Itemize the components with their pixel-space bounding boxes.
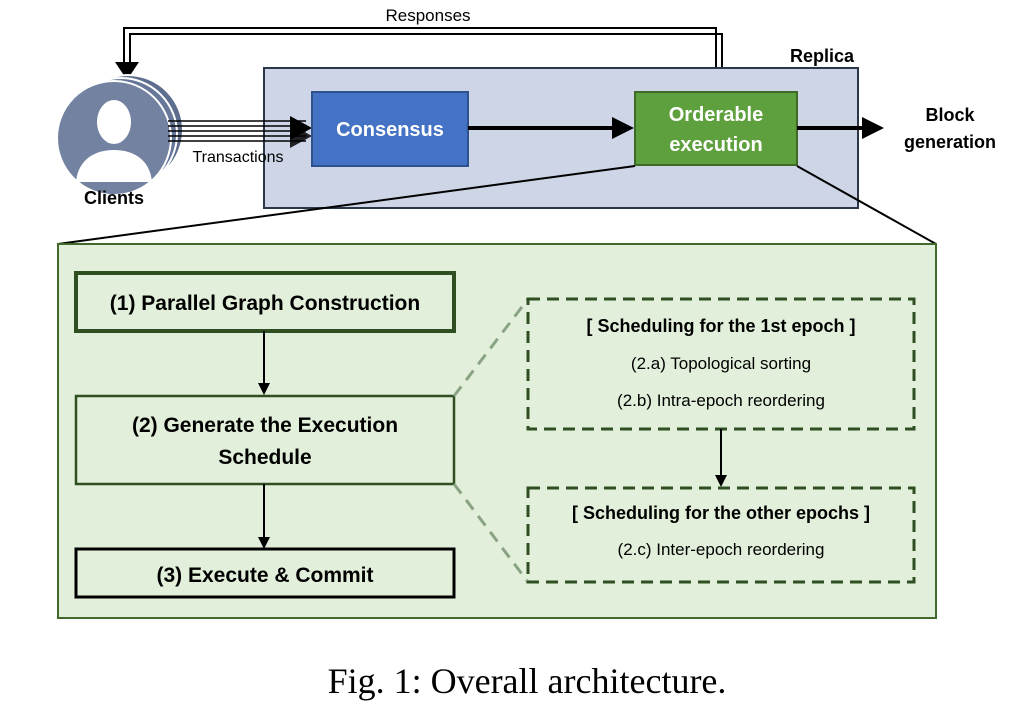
dashed-zoom-top (452, 298, 530, 397)
step2-to-step3-arrow (258, 484, 270, 549)
replica-label: Replica (790, 46, 855, 66)
block-generation-arrow (797, 117, 884, 139)
consensus-box (311, 91, 469, 167)
step2-label-line1: (2) Generate the Execution (132, 414, 398, 437)
orderable-label-line1: Orderable (669, 104, 763, 126)
other-epochs-item-c: (2.c) Inter-epoch reordering (618, 540, 825, 559)
transactions-arrows (168, 116, 312, 148)
figure-caption: Fig. 1: Overall architecture. (328, 661, 727, 701)
step1-to-step2-arrow (258, 331, 270, 395)
block-label-line2: generation (904, 132, 996, 152)
transactions-label: Transactions (193, 149, 284, 166)
consensus-to-execution-arrow (468, 117, 634, 139)
clients-avatar (56, 74, 184, 196)
clients-label: Clients (84, 188, 144, 208)
step2-label-line2: Schedule (218, 446, 311, 469)
person-icon (76, 100, 152, 182)
orderable-execution-box (634, 91, 798, 166)
step3-box (74, 547, 456, 599)
step3-label: (3) Execute & Commit (156, 564, 373, 587)
responses-label: Responses (385, 6, 470, 25)
block-label-line1: Block (925, 105, 975, 125)
first-epoch-item-a: (2.a) Topological sorting (631, 354, 811, 373)
first-epoch-item-b: (2.b) Intra-epoch reordering (617, 391, 825, 410)
other-epochs-title: [ Scheduling for the other epochs ] (572, 503, 870, 523)
zoom-line-left (57, 165, 636, 245)
step2-box (74, 394, 456, 486)
epoch-arrow (715, 429, 727, 487)
dashed-zoom-bottom (452, 483, 530, 583)
first-epoch-title: [ Scheduling for the 1st epoch ] (586, 316, 855, 336)
zoom-line-right (796, 165, 937, 245)
step1-box (74, 271, 456, 333)
responses-arrow (115, 27, 723, 92)
consensus-label: Consensus (336, 119, 444, 141)
step1-label: (1) Parallel Graph Construction (110, 292, 420, 315)
other-epochs-box (526, 486, 916, 584)
orderable-label-line2: execution (669, 134, 762, 156)
